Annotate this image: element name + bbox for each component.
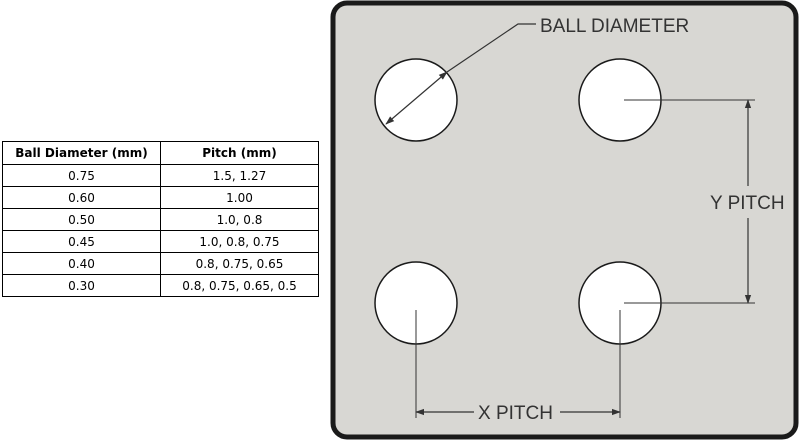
y-pitch-label: Y PITCH	[710, 193, 785, 214]
table-row: 0.30 0.8, 0.75, 0.65, 0.5	[2, 274, 319, 297]
ball-diameter-arrow	[385, 71, 448, 125]
table-header-row: Ball Diameter (mm) Pitch (mm)	[2, 141, 319, 165]
ball-diameter-leader	[446, 23, 536, 73]
cell-pitch: 0.8, 0.75, 0.65	[160, 252, 319, 275]
table-row: 0.40 0.8, 0.75, 0.65	[2, 252, 319, 275]
ball-top-left	[374, 58, 458, 142]
ball-pitch-table: Ball Diameter (mm) Pitch (mm) 0.75 1.5, …	[2, 141, 319, 297]
cell-pitch: 1.0, 0.8	[160, 208, 319, 231]
cell-ball-diameter: 0.30	[2, 274, 161, 297]
col-header-pitch: Pitch (mm)	[160, 141, 319, 165]
table-row: 0.60 1.00	[2, 186, 319, 209]
ball-diameter-label: BALL DIAMETER	[540, 16, 689, 37]
x-pitch-label: X PITCH	[478, 403, 553, 424]
cell-ball-diameter: 0.40	[2, 252, 161, 275]
cell-pitch: 1.0, 0.8, 0.75	[160, 230, 319, 253]
col-header-ball-diameter: Ball Diameter (mm)	[2, 141, 161, 165]
cell-pitch: 0.8, 0.75, 0.65, 0.5	[160, 274, 319, 297]
table-row: 0.50 1.0, 0.8	[2, 208, 319, 231]
